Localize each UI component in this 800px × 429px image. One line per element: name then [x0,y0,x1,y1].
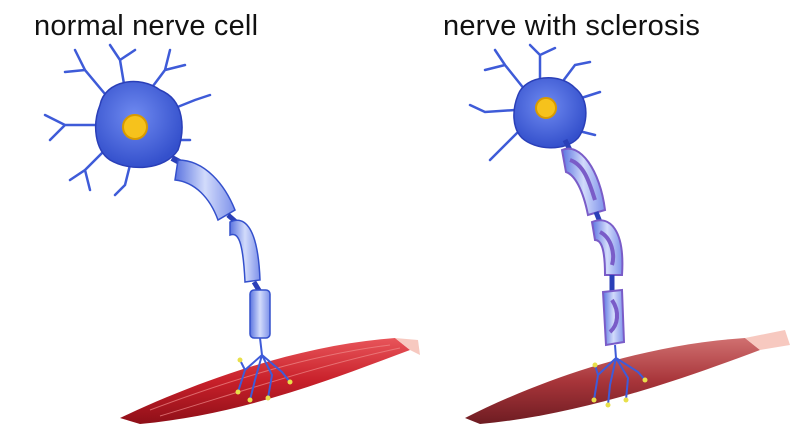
sclerosis-muscle [465,330,790,424]
sclerosis-terminal-dots [591,362,648,408]
sclerosis-nerve-title: nerve with sclerosis [443,10,701,42]
sclerosis-axon [560,138,626,347]
sclerosis-axon-terminals [593,344,646,406]
normal-terminal-dots [235,357,293,403]
normal-axon-terminals [237,337,291,401]
normal-axon [170,155,271,339]
normal-nerve-title: normal nerve cell [34,10,259,42]
sclerosis-dendrites [468,43,602,162]
sclerosis-nucleus [535,97,557,119]
normal-nucleus [122,114,148,140]
